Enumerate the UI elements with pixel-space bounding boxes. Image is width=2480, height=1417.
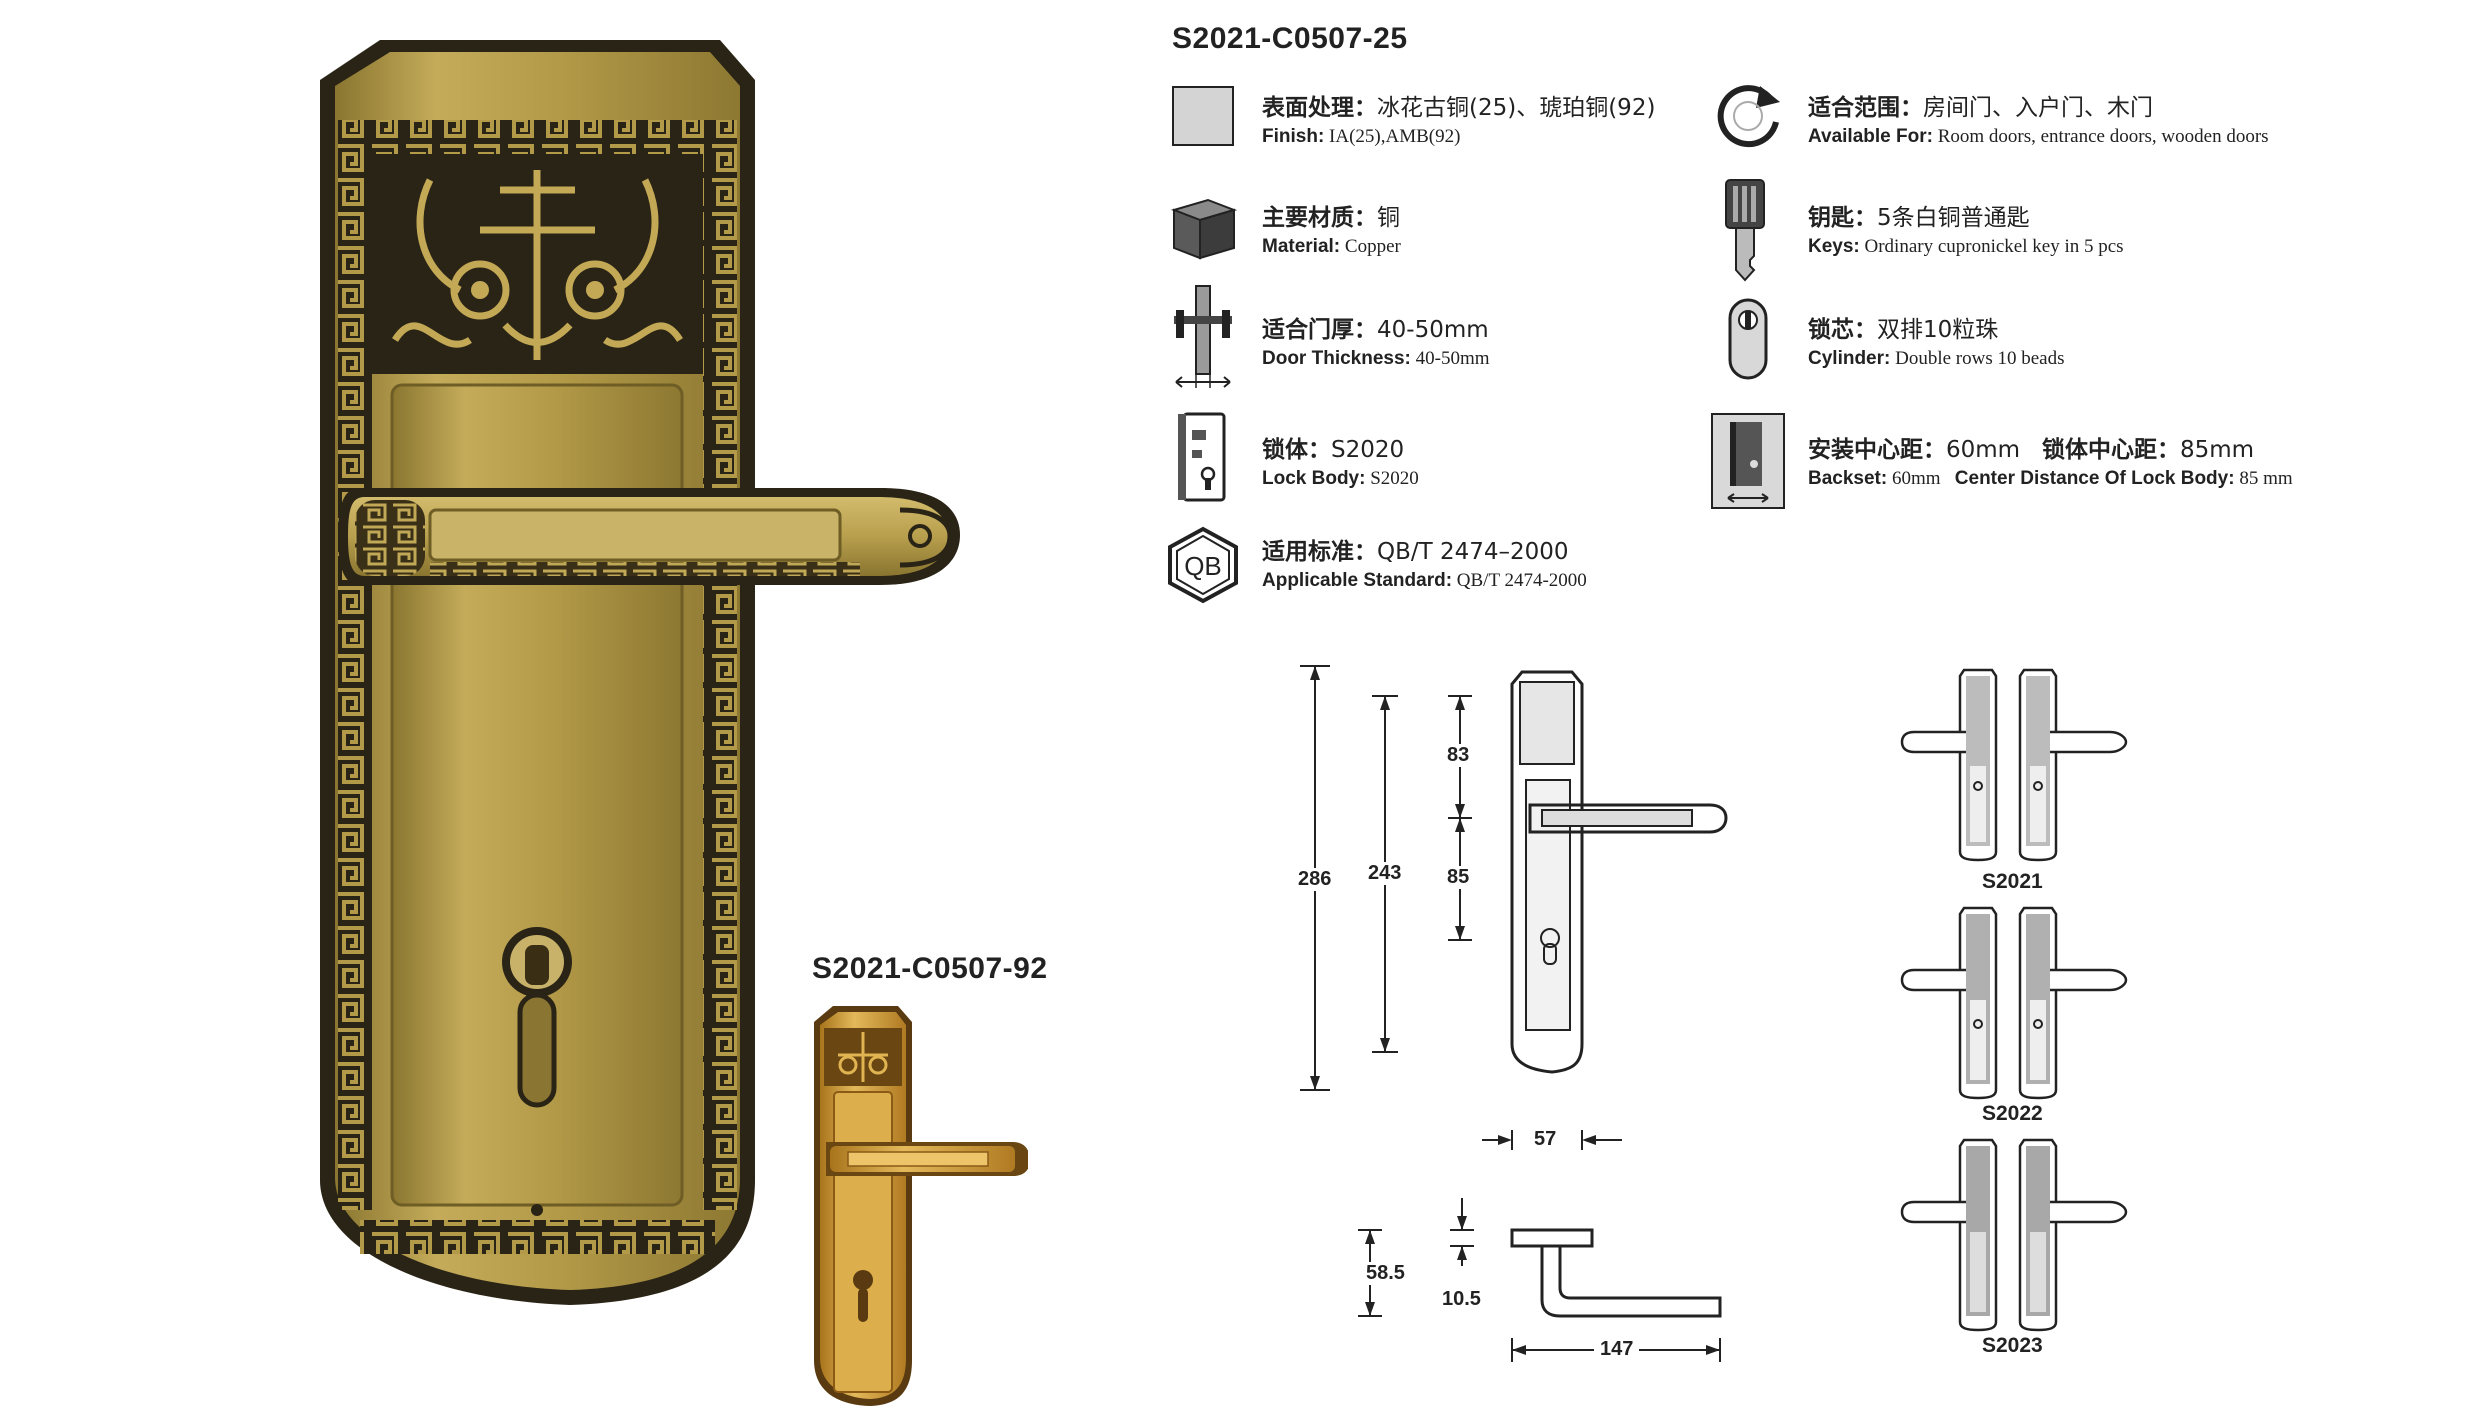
cylinder-icon <box>1726 296 1770 382</box>
qb-badge-text: QB <box>1184 551 1222 581</box>
spec-scope: 适合范围：房间门、入户门、木门 Available For: Room door… <box>1808 95 2269 147</box>
finish-swatch-icon <box>1172 86 1234 146</box>
spec-cylinder: 锁芯：双排10粒珠 Cylinder: Double rows 10 beads <box>1808 317 2065 369</box>
cycle-arrow-icon <box>1710 78 1786 154</box>
dim-plate-width: 57 <box>1534 1128 1557 1150</box>
dimension-drawing <box>1280 660 1740 1410</box>
spec-door-thickness: 适合门厚：40-50mm Door Thickness: 40-50mm <box>1262 317 1490 369</box>
variant-s2022-label: S2022 <box>1982 1102 2043 1125</box>
dim-handle-projection: 58.5 <box>1366 1262 1405 1285</box>
variant-s2022-drawing <box>1900 904 2140 1100</box>
spec-backset: 安装中心距：60mm 锁体中心距：85mm Backset: 60mm Cent… <box>1808 437 2293 489</box>
variant-s2023-drawing <box>1900 1136 2140 1332</box>
alt-product-image <box>808 1000 1028 1410</box>
backset-icon <box>1710 412 1786 510</box>
spec-finish: 表面处理：冰花古铜(25)、琥珀铜(92) Finish: IA(25),AMB… <box>1262 95 1656 147</box>
variant-s2023-label: S2023 <box>1982 1334 2043 1357</box>
spec-keys: 钥匙：5条白铜普通匙 Keys: Ordinary cupronickel ke… <box>1808 205 2124 257</box>
alt-product-code: S2021-C0507-92 <box>812 952 1048 985</box>
spec-standard: 适用标准：QB/T 2474–2000 Applicable Standard:… <box>1262 539 1587 591</box>
variant-s2021-drawing <box>1900 666 2140 862</box>
dim-handle-to-keyhole: 85 <box>1447 866 1470 889</box>
dim-total-height: 286 <box>1298 868 1332 891</box>
spec-lock-body: 锁体：S2020 Lock Body: S2020 <box>1262 437 1419 489</box>
main-product-image <box>300 40 1060 1310</box>
variant-s2021-label: S2021 <box>1982 870 2043 893</box>
main-product-code: S2021-C0507-25 <box>1172 22 1408 55</box>
qb-standard-icon: QB <box>1166 526 1240 604</box>
spec-material: 主要材质：铜 Material: Copper <box>1262 205 1401 257</box>
dim-handle-thickness: 10.5 <box>1442 1288 1481 1310</box>
dim-handle-length: 147 <box>1594 1338 1640 1361</box>
material-cube-icon <box>1168 194 1240 262</box>
door-thickness-icon <box>1168 282 1238 392</box>
dim-plate-height: 243 <box>1368 862 1402 885</box>
lock-body-icon <box>1176 410 1230 506</box>
dim-top-section: 83 <box>1447 744 1470 767</box>
key-icon <box>1720 176 1770 282</box>
